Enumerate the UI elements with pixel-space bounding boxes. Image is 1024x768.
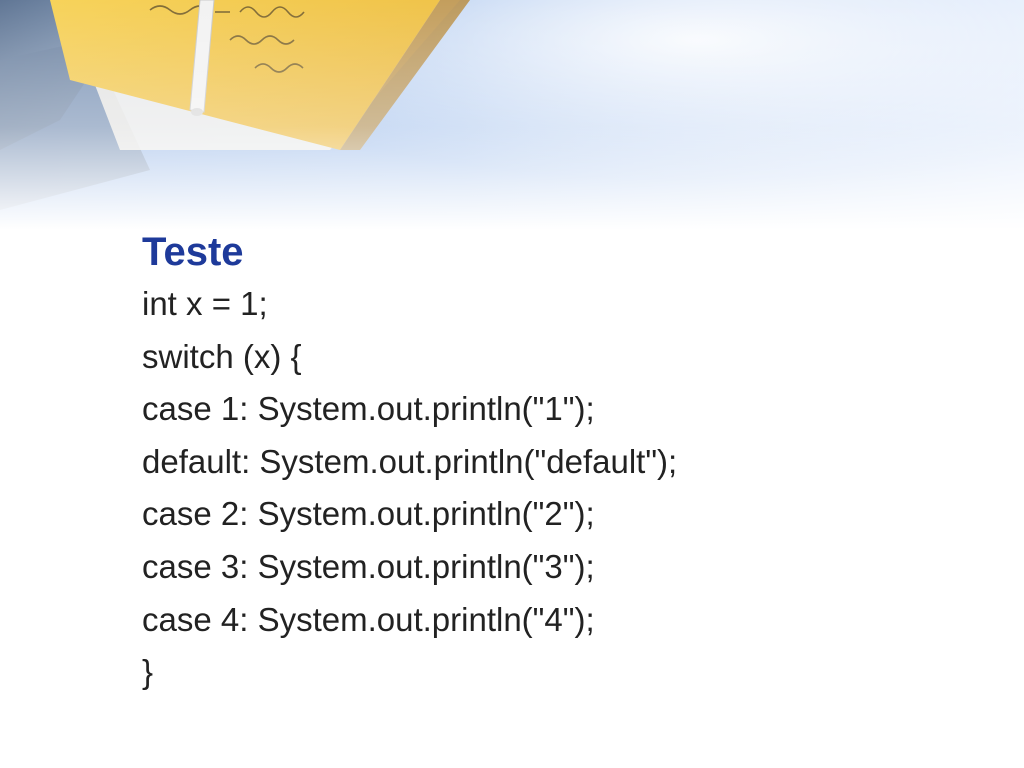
- code-line: int x = 1;: [142, 285, 268, 322]
- header-photo-banner: [0, 0, 1024, 230]
- code-line: default: System.out.println("default");: [142, 442, 678, 480]
- slide-title: Teste: [142, 230, 244, 274]
- code-line: switch (x) {: [142, 337, 302, 375]
- code-line: case 2: System.out.println("2");: [142, 495, 595, 533]
- slide-content: Teste int x = 1; switch (x) { case 1: Sy…: [142, 226, 982, 699]
- code-listing: int x = 1; switch (x) { case 1: System.o…: [142, 278, 982, 699]
- code-line: case 1: System.out.println("1");: [142, 390, 595, 428]
- code-line: case 4: System.out.println("4");: [142, 600, 595, 638]
- code-line: }: [142, 653, 154, 691]
- header-photo-art: [0, 0, 1024, 230]
- code-line: case 3: System.out.println("3");: [142, 547, 595, 585]
